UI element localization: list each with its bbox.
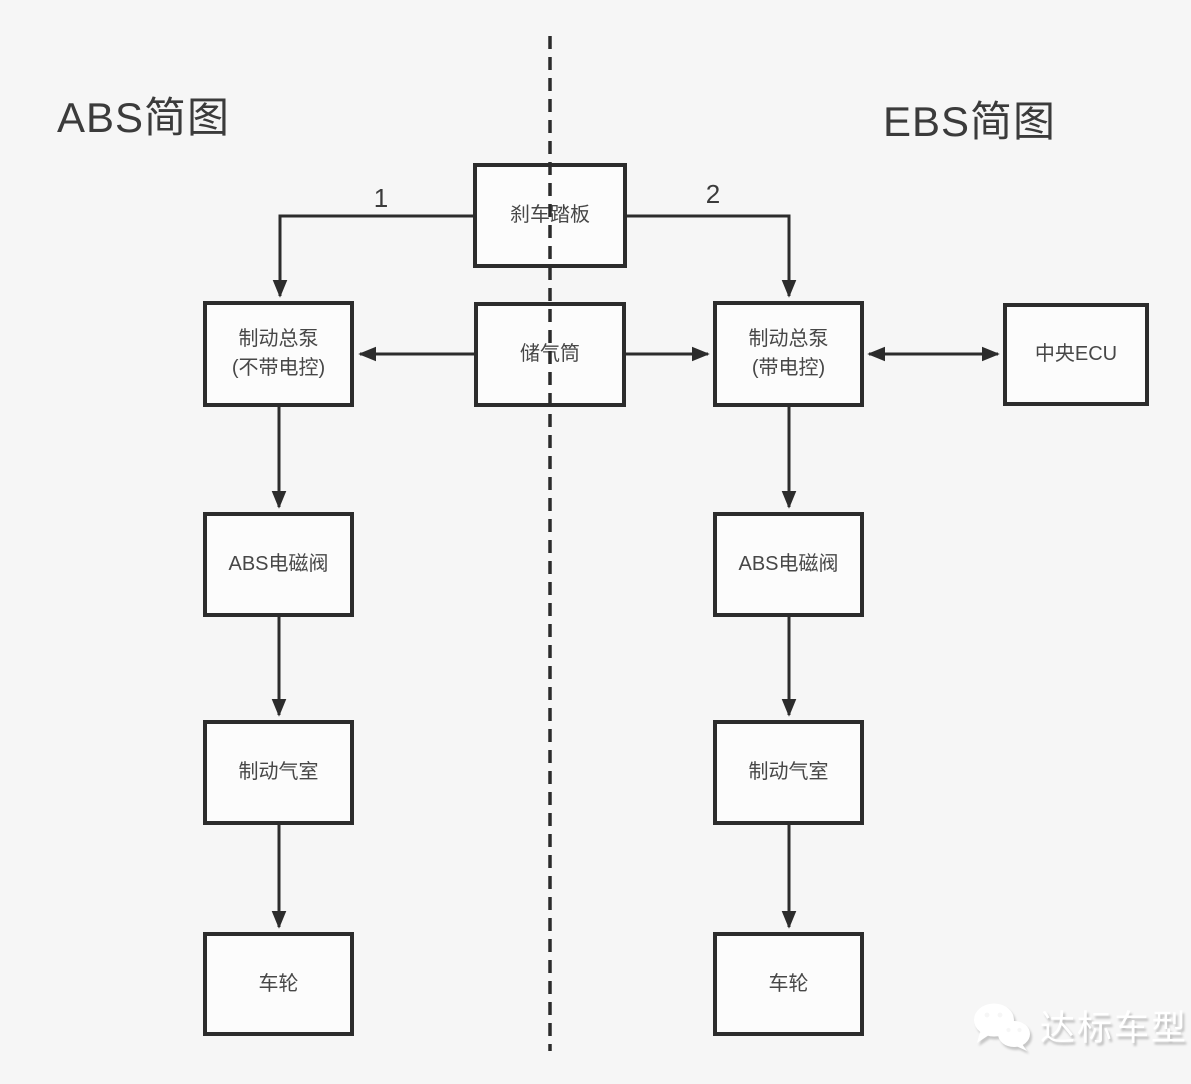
node-brake-chamber-left: 制动气室 [203,720,354,825]
node-central-ecu: 中央ECU [1003,303,1149,406]
watermark-text: 达标车型 [1040,1009,1189,1048]
branch-label-2: 2 [705,179,721,209]
node-brake-pedal-label: 刹车踏板 [510,204,590,226]
node-master-cylinder-right: 制动总泵 (带电控) [713,301,864,407]
node-brake-pedal: 刹车踏板 [473,163,627,268]
node-master-cylinder-right-line2: (带电控) [751,357,826,379]
title-abs-diagram: ABS简图 [57,94,231,141]
edge-pedal-to-master-right [627,214,797,298]
wechat-icon [974,1003,1030,1051]
node-abs-valve-right: ABS电磁阀 [713,512,864,617]
node-air-reservoir: 储气筒 [474,302,626,407]
node-wheel-left: 车轮 [203,932,354,1036]
node-wheel-right-label: 车轮 [768,972,809,995]
node-master-cylinder-right-line1: 制动总泵 [748,328,829,350]
title-ebs-diagram: EBS简图 [883,98,1057,145]
node-master-cylinder-left-line2: (不带电控) [231,357,326,379]
node-abs-valve-left: ABS电磁阀 [203,512,354,617]
node-air-reservoir-label: 储气筒 [520,343,580,365]
node-brake-chamber-right: 制动气室 [713,720,864,825]
node-central-ecu-label: 中央ECU [1034,343,1118,365]
node-wheel-left-label: 车轮 [258,972,299,995]
watermark: 达标车型 [972,1000,1188,1051]
node-master-cylinder-left: 制动总泵 (不带电控) [203,301,354,407]
node-abs-valve-right-label: ABS电磁阀 [738,553,839,575]
node-brake-chamber-left-label: 制动气室 [238,761,319,783]
edge-pedal-to-master-left [272,214,473,298]
branch-label-1: 1 [373,183,389,213]
node-wheel-right: 车轮 [713,932,864,1036]
node-master-cylinder-left-line1: 制动总泵 [238,328,319,350]
node-brake-chamber-right-label: 制动气室 [748,761,829,783]
node-abs-valve-left-label: ABS电磁阀 [228,553,329,575]
